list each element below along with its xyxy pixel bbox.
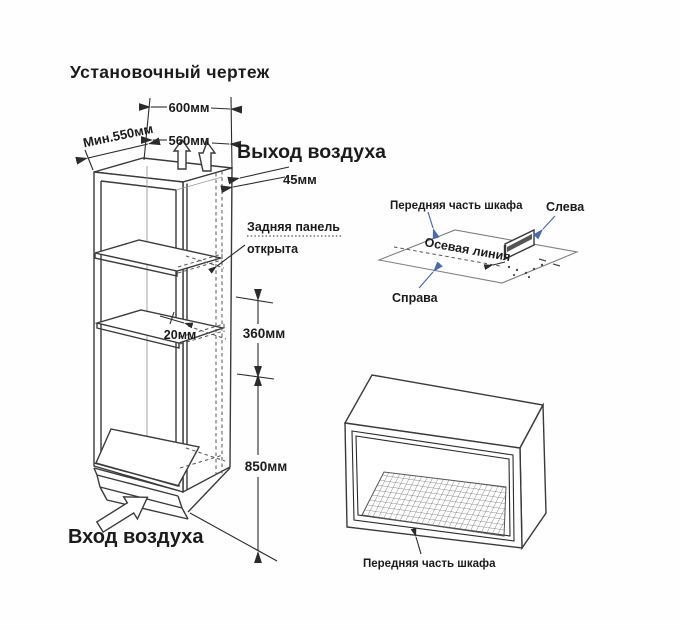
niche-inner-frame-2 (355, 435, 511, 537)
centerline-dashed (393, 246, 501, 267)
niche-front-leader (410, 527, 422, 555)
alignment-bracket-slot (507, 234, 532, 252)
dim-45-leader-2 (220, 176, 286, 194)
centerline-front-leader (427, 211, 440, 240)
left-side-label: Слева (546, 200, 585, 214)
left-side-leader (533, 215, 556, 240)
back-panel-note-leader (208, 244, 246, 274)
centerline-front-label: Передняя часть шкафа (390, 200, 523, 212)
upper-shelf-front-thickness (94, 253, 178, 277)
page-title: Установочный чертеж (70, 62, 270, 82)
cabinet-interior-top-right-edge (175, 176, 223, 191)
dim-550-label: Мин.550мм (82, 121, 155, 150)
right-side-label: Справа (392, 291, 439, 305)
niche-floor-hatch (361, 471, 507, 537)
air-outlet-label: Выход воздуха (237, 141, 386, 163)
air-outlet-arrow-icon (198, 140, 217, 172)
niche-front-label: Передняя часть шкафа (363, 558, 496, 570)
centerline-view: Передняя часть шкафа Слева Осевая линия … (377, 200, 585, 305)
dim-550-line (75, 137, 161, 165)
open-back-panel-dashed-lines (215, 171, 223, 477)
dim-20-tick (169, 311, 175, 325)
upper-shelf-dashed-extension (177, 253, 225, 274)
centerline-arrow (483, 261, 506, 271)
dim-600-label: 600мм (169, 100, 210, 115)
dim-560-right (211, 140, 242, 149)
cabinet-view (93, 138, 233, 534)
air-outlet-arrow-icon (172, 138, 192, 170)
air-inlet-arrow-icon (95, 496, 149, 534)
dim-600-right (210, 105, 243, 114)
right-side-leader (418, 261, 443, 289)
dim-20-label: 20мм (164, 328, 196, 342)
back-panel-note-line2: открыта (247, 242, 299, 256)
air-inlet-label: Вход воздуха (68, 526, 204, 548)
dim-560-label: 560мм (169, 133, 210, 148)
bottom-front-rail (93, 462, 181, 492)
bottom-dashed-extension (179, 447, 226, 469)
cabinet-right-panel-bottom-edge (187, 467, 231, 513)
cabinet-dimensions: 600мм 560мм Мин.550мм 45мм 20мм 360мм 85… (68, 96, 386, 564)
niche-inner-frame-1 (351, 430, 515, 542)
dim-850-label: 850мм (245, 459, 288, 474)
middle-shelf-front-thickness (96, 323, 180, 349)
middle-shelf-dashed-extension (179, 323, 227, 345)
niche-view: Передняя часть шкафа (343, 374, 547, 570)
dim-45-leader-1 (227, 166, 290, 185)
dim-45-label: 45мм (283, 172, 317, 187)
dim-360-label: 360мм (243, 326, 286, 341)
middle-shelf (94, 309, 226, 344)
upper-shelf (94, 239, 222, 272)
back-panel-note-line1: Задняя панель (247, 220, 340, 234)
registration-dots (507, 258, 561, 279)
